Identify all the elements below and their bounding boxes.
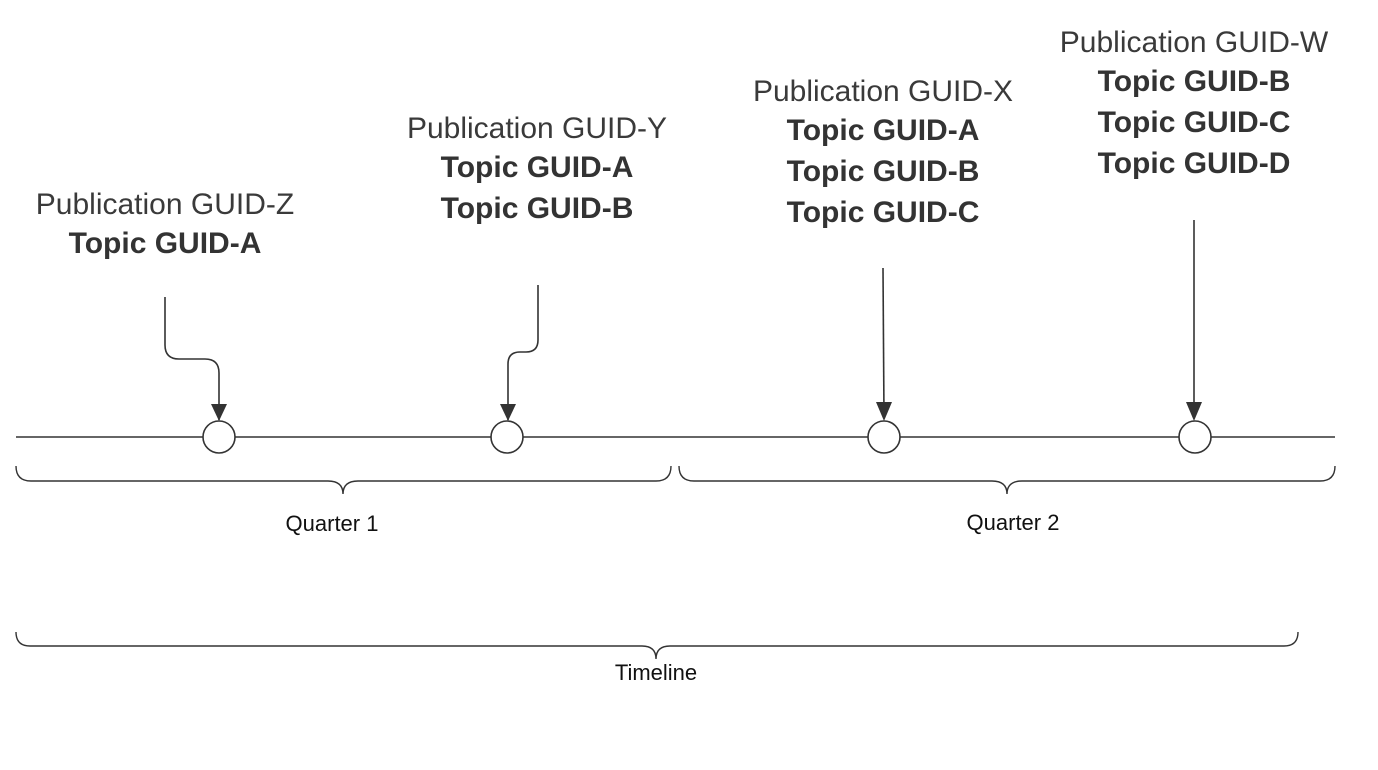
publication-y-block: Publication GUID-Y Topic GUID-A Topic GU…	[392, 110, 682, 229]
publication-x-block: Publication GUID-X Topic GUID-A Topic GU…	[738, 73, 1028, 233]
event-circle-publication-w	[1178, 420, 1212, 454]
brace-timeline	[15, 631, 1299, 660]
event-circle-publication-z	[202, 420, 236, 454]
publication-y-topic-2: Topic GUID-B	[440, 192, 634, 225]
arrowhead-publication-w	[1186, 402, 1202, 421]
arrowhead-publication-z	[211, 404, 227, 421]
publication-y-title: Publication GUID-Y	[406, 112, 668, 145]
event-circle-publication-y	[490, 420, 524, 454]
quarter-2-label: Quarter 2	[966, 510, 1060, 535]
publication-w-topic-3: Topic GUID-D	[1097, 147, 1291, 180]
publication-w-topic-2: Topic GUID-C	[1097, 106, 1291, 139]
publication-z-title: Publication GUID-Z	[35, 188, 295, 221]
publication-w-topic-1: Topic GUID-B	[1097, 65, 1291, 98]
publication-w-title: Publication GUID-W	[1059, 26, 1329, 59]
arrow-publication-z	[164, 297, 220, 420]
timeline-label: Timeline	[614, 660, 698, 685]
publication-z-block: Publication GUID-Z Topic GUID-A	[20, 186, 310, 264]
brace-quarter-2	[678, 465, 1336, 495]
publication-x-title: Publication GUID-X	[752, 75, 1014, 108]
publication-x-topic-1: Topic GUID-A	[786, 114, 980, 147]
brace-quarter-1	[15, 465, 672, 495]
publication-z-topic-1: Topic GUID-A	[68, 227, 262, 260]
arrow-publication-y	[507, 285, 539, 420]
arrowhead-publication-y	[500, 404, 516, 421]
event-circle-publication-x	[867, 420, 901, 454]
arrow-publication-x	[882, 267, 885, 419]
publication-y-topic-1: Topic GUID-A	[440, 151, 634, 184]
publication-x-topic-2: Topic GUID-B	[786, 155, 980, 188]
publication-x-topic-3: Topic GUID-C	[786, 196, 980, 229]
quarter-1-label: Quarter 1	[285, 511, 379, 536]
arrowhead-publication-x	[876, 402, 892, 421]
publication-w-block: Publication GUID-W Topic GUID-B Topic GU…	[1044, 24, 1344, 184]
